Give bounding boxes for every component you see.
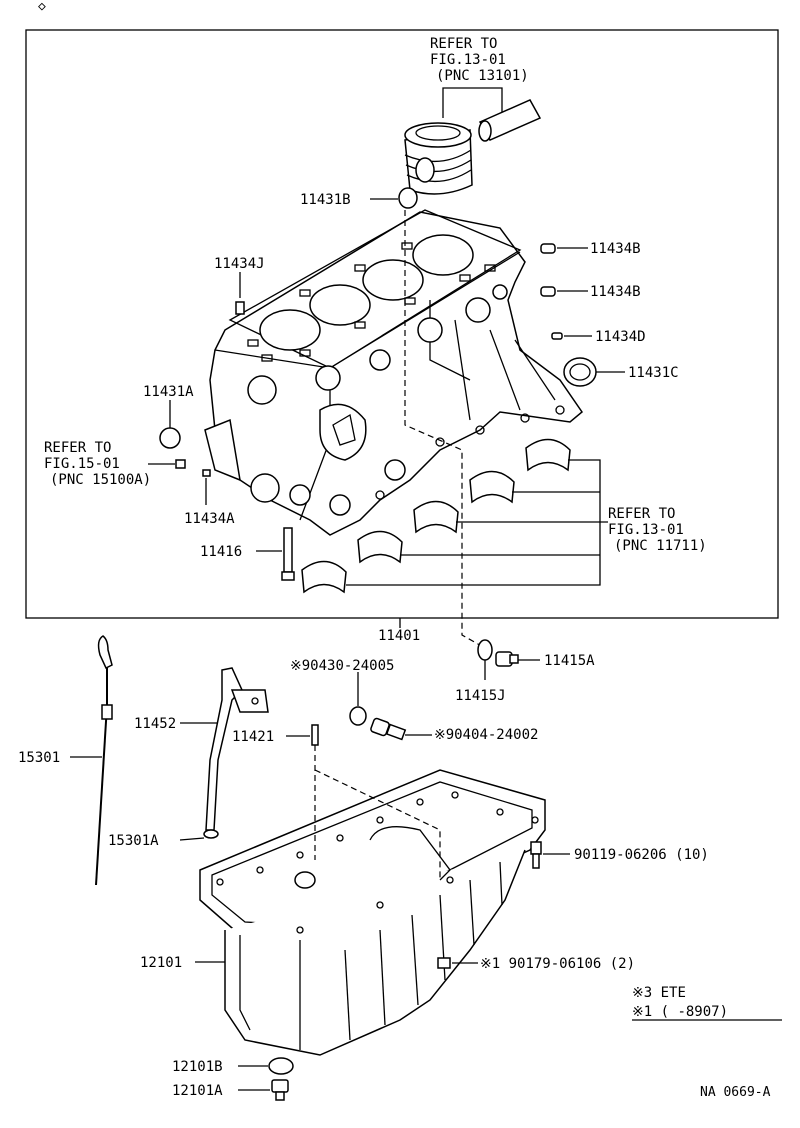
label-11415J: 11415J [455, 688, 506, 704]
note-serial-range: ※1 ( -8907) [632, 1004, 728, 1020]
label-11434D: 11434D [595, 329, 646, 345]
dashed-guide [314, 769, 441, 880]
refer-note-bearing: REFER TO FIG.13-01 (PNC 11711) [608, 506, 707, 554]
refer-note-line3: (PNC 11711) [614, 538, 707, 554]
plug-11415A-illustration [495, 651, 519, 667]
block-assembly-frame [25, 29, 779, 619]
label-12101A: 12101A [172, 1083, 223, 1099]
cylinder-block-illustration [204, 209, 584, 536]
pin-11434B-upper-illustration [540, 243, 556, 254]
piston-illustration [404, 122, 473, 195]
refer-note-line1: REFER TO [44, 440, 111, 456]
pin-11434B-lower-illustration [540, 286, 556, 297]
label-12101: 12101 [140, 955, 182, 971]
gasket-90430-illustration [349, 706, 367, 726]
label-11401: 11401 [378, 628, 420, 644]
plug-11431A-illustration [159, 427, 181, 449]
label-11415A: 11415A [544, 653, 595, 669]
label-11434J: 11434J [214, 256, 265, 272]
plug-11431C-inner [569, 363, 591, 381]
label-90430-24005: ※90430-24005 [290, 658, 394, 674]
plug-12101A-illustration [271, 1079, 289, 1101]
dashed-guide [404, 200, 486, 649]
label-90119-06206: 90119-06206 (10) [574, 847, 709, 863]
nut-90179-illustration [437, 957, 451, 969]
bolt-90119-illustration [530, 841, 542, 869]
refer-note-line2: FIG.13-01 [608, 522, 684, 538]
refer-note-line3: (PNC 15100A) [50, 472, 151, 488]
label-11434A: 11434A [184, 511, 235, 527]
pin-11434D-illustration [551, 332, 563, 340]
label-11431A: 11431A [143, 384, 194, 400]
refer-note-line1: REFER TO [608, 506, 675, 522]
refer-note-line1: REFER TO [430, 36, 497, 52]
dipstick-15301-illustration [95, 635, 113, 886]
figure-code: NA 0669-A [700, 1085, 771, 1100]
refer-note-piston: REFER TO FIG.13-01 (PNC 13101) [430, 36, 529, 84]
refer-note-line3: (PNC 13101) [436, 68, 529, 84]
label-15301A: 15301A [108, 833, 159, 849]
label-11431B: 11431B [300, 192, 351, 208]
label-11452: 11452 [134, 716, 176, 732]
refer-note-15: REFER TO FIG.15-01 (PNC 15100A) [44, 440, 151, 488]
piston-pin-illustration [478, 99, 542, 142]
label-15301: 15301 [18, 750, 60, 766]
plug-11431B-illustration [398, 187, 418, 209]
plug-11431C-illustration [563, 357, 597, 387]
label-11434B-upper: 11434B [590, 241, 641, 257]
gasket-11415J-illustration [477, 639, 493, 661]
label-11434B-lower: 11434B [590, 284, 641, 300]
label-11431C: 11431C [628, 365, 679, 381]
note-ete: ※3 ETE [632, 985, 686, 1001]
label-90404-24002: ※90404-24002 [434, 727, 538, 743]
part-15100A-illustration [175, 459, 186, 469]
stud-11421-illustration [311, 724, 319, 746]
label-12101B: 12101B [172, 1059, 223, 1075]
leader-line [442, 87, 503, 112]
dipstick-guide-11452-illustration [203, 667, 269, 839]
label-11421: 11421 [232, 729, 274, 745]
bolt-11416-illustration [281, 527, 295, 581]
main-bearing-illustrations [301, 438, 571, 594]
label-90179-06106: ※1 90179-06106 (2) [480, 956, 635, 972]
pin-11434A-illustration [202, 469, 211, 477]
leader-line [179, 837, 205, 841]
oil-pan-12101-illustration [199, 769, 546, 1056]
refer-note-line2: FIG.15-01 [44, 456, 120, 472]
pin-11434J-illustration [235, 301, 245, 315]
switch-90404-illustration [370, 717, 407, 741]
refer-note-line2: FIG.13-01 [430, 52, 506, 68]
corner-mark: ◇ [38, 0, 46, 14]
gasket-12101B-illustration [268, 1057, 294, 1075]
label-11416: 11416 [200, 544, 242, 560]
